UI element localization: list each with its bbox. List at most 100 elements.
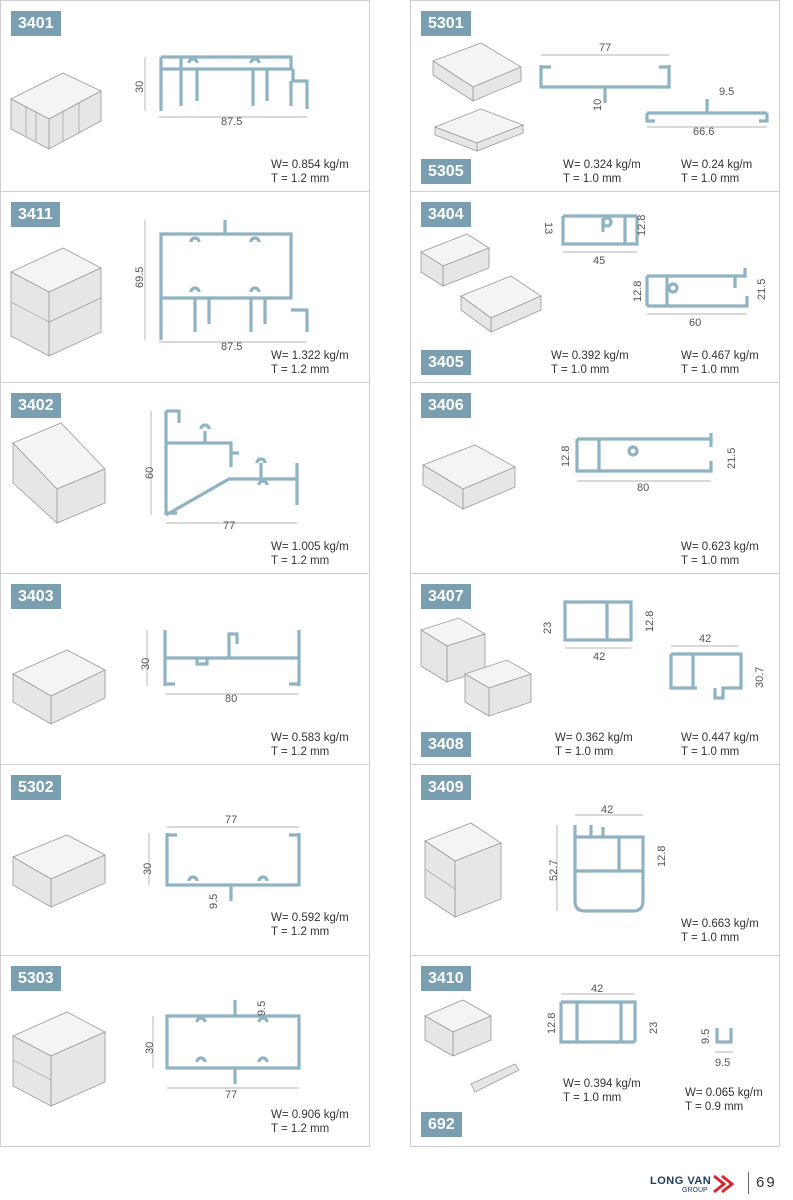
profile-3406-drawing: 12.8 21.5 80 [422, 433, 738, 510]
profile-card-5301-5305: 5301 5305 77 10 9.5 66.6 [411, 1, 779, 192]
profile-3401-drawing: 30 87.5 [10, 55, 309, 150]
dim-height: 21.5 [726, 448, 738, 469]
dim-width-3405: 60 [689, 317, 701, 329]
dim-width-3410: 42 [591, 983, 603, 995]
profile-card-3411: 3411 69.5 87.5 W= 1.322 kg/m T = 1.2 mm [1, 192, 369, 383]
isometric-view [10, 72, 102, 150]
isometric-view-5301 [432, 42, 522, 102]
profile-code: 3401 [11, 11, 61, 36]
thickness-label: T = 1.2 mm [271, 173, 330, 185]
profile-3411-drawing: 69.5 87.5 [10, 220, 309, 357]
dim-width: 77 [223, 520, 235, 532]
section-view-3407 [563, 600, 633, 642]
profile-code: 3403 [11, 584, 61, 609]
section-view [575, 433, 713, 473]
profile-card-3410-692: 3410 692 42 12.8 23 9.5 9.5 [411, 956, 779, 1147]
thickness-label: T = 1.2 mm [271, 364, 330, 376]
dim-width: 77 [225, 814, 237, 826]
profile-code-secondary: 3408 [421, 732, 471, 757]
weight-label: W= 0.854 kg/m [271, 159, 349, 171]
weight-label-secondary: W= 0.467 kg/m [681, 350, 759, 362]
dim-inner: 12.8 [656, 846, 668, 867]
dim-inner-3404: 12.8 [636, 215, 648, 236]
profile-card-3403: 3403 30 80 W= 0.583 kg/m T = 1.2 mm [1, 574, 369, 765]
dim-height-3408: 30.7 [754, 667, 766, 688]
dim-height: 52.7 [548, 860, 560, 881]
brand-name: LONG VAN [650, 1175, 712, 1187]
weight-label-secondary: W= 0.447 kg/m [681, 732, 759, 744]
section-view [164, 409, 299, 517]
section-view [165, 833, 301, 901]
right-catalog-column: 5301 5305 77 10 9.5 66.6 [410, 0, 780, 1147]
dim-width-692: 9.5 [715, 1057, 730, 1069]
isometric-view-3410 [424, 999, 492, 1057]
isometric-view [12, 834, 106, 908]
profile-3410-692-drawing: 42 12.8 23 9.5 9.5 [424, 983, 733, 1093]
profile-card-3406: 3406 12.8 21.5 80 W= 0.623 kg/m T = 1.0 … [411, 383, 779, 574]
thickness-label: T = 1.0 mm [551, 364, 610, 376]
thickness-label: T = 1.2 mm [271, 746, 330, 758]
page-number-divider [748, 1172, 749, 1194]
profile-code: 5303 [11, 966, 61, 991]
dim-stem-5305: 9.5 [719, 86, 734, 98]
dim-width: 87.5 [221, 341, 242, 353]
weight-label: W= 0.592 kg/m [271, 912, 349, 924]
dim-stem: 9.5 [208, 894, 220, 909]
thickness-label: T = 1.0 mm [563, 173, 622, 185]
thickness-label-secondary: T = 1.0 mm [681, 173, 740, 185]
dim-height: 69.5 [134, 267, 146, 288]
isometric-view-3408 [464, 659, 532, 717]
profile-code: 5301 [421, 11, 471, 36]
profile-5301-5305-drawing: 77 10 9.5 66.6 [432, 42, 769, 152]
weight-label: W= 0.906 kg/m [271, 1109, 349, 1121]
page-number: 69 [756, 1174, 777, 1191]
profile-3402-drawing: 60 77 [12, 409, 299, 532]
dim-width-3407: 42 [593, 651, 605, 663]
profile-5303-drawing: 9.5 30 77 [12, 1000, 301, 1107]
isometric-view-3405 [460, 275, 542, 333]
dim-width-5305: 66.6 [693, 126, 714, 138]
section-view-5305 [645, 99, 769, 123]
weight-label: W= 1.005 kg/m [271, 541, 349, 553]
isometric-view-3404 [420, 233, 490, 287]
profile-3403-drawing: 30 80 [12, 630, 301, 725]
weight-label: W= 0.324 kg/m [563, 159, 641, 171]
isometric-view [422, 444, 516, 510]
weight-label: W= 0.583 kg/m [271, 732, 349, 744]
profile-card-5302: 5302 77 30 9.5 W= 0.592 kg/m T = 1.2 mm [1, 765, 369, 956]
profile-card-5303: 5303 9.5 30 77 W= 0.906 kg/m T = 1.2 mm [1, 956, 369, 1147]
thickness-label: T = 1.0 mm [563, 1092, 622, 1104]
weight-label-secondary: W= 0.065 kg/m [685, 1087, 763, 1099]
dim-height-3407: 23 [542, 622, 554, 634]
weight-label: W= 1.322 kg/m [271, 350, 349, 362]
dim-width: 77 [599, 42, 611, 54]
section-view-3404 [561, 214, 639, 246]
profile-code-secondary: 5305 [421, 159, 471, 184]
weight-label: W= 0.623 kg/m [681, 541, 759, 553]
left-catalog-column: 3401 30 87.5 W= 0.854 kg/m T = 1.2 mm 34… [0, 0, 370, 1147]
profile-3404-3405-drawing: 13 12.8 45 12.8 21.5 60 [420, 214, 768, 333]
thickness-label: T = 1.2 mm [271, 1123, 330, 1135]
dim-height: 30 [134, 81, 146, 93]
dim-height-3410: 23 [648, 1022, 660, 1034]
profile-card-3402: 3402 60 77 W= 1.005 kg/m T = 1.2 mm [1, 383, 369, 574]
dim-width-3408: 42 [699, 633, 711, 645]
dim-width: 77 [225, 1089, 237, 1101]
thickness-label-secondary: T = 0.9 mm [685, 1101, 744, 1113]
section-view [159, 55, 309, 111]
section-view-692 [715, 1028, 733, 1044]
dim-height: 30 [144, 1042, 156, 1054]
thickness-label: T = 1.2 mm [271, 926, 330, 938]
dim-inner-3405: 12.8 [632, 281, 644, 302]
weight-label: W= 0.663 kg/m [681, 918, 759, 930]
profile-code: 5302 [11, 775, 61, 800]
section-view [159, 220, 309, 340]
brand-subtitle: GROUP [682, 1187, 708, 1194]
isometric-view [12, 1011, 106, 1107]
dim-height: 30 [140, 658, 152, 670]
profile-3407-3408-drawing: 23 12.8 42 42 30.7 [420, 600, 766, 717]
thickness-label: T = 1.0 mm [555, 746, 614, 758]
section-view-3405 [645, 268, 749, 308]
section-view-3408 [669, 652, 743, 700]
profile-code: 3407 [421, 584, 471, 609]
